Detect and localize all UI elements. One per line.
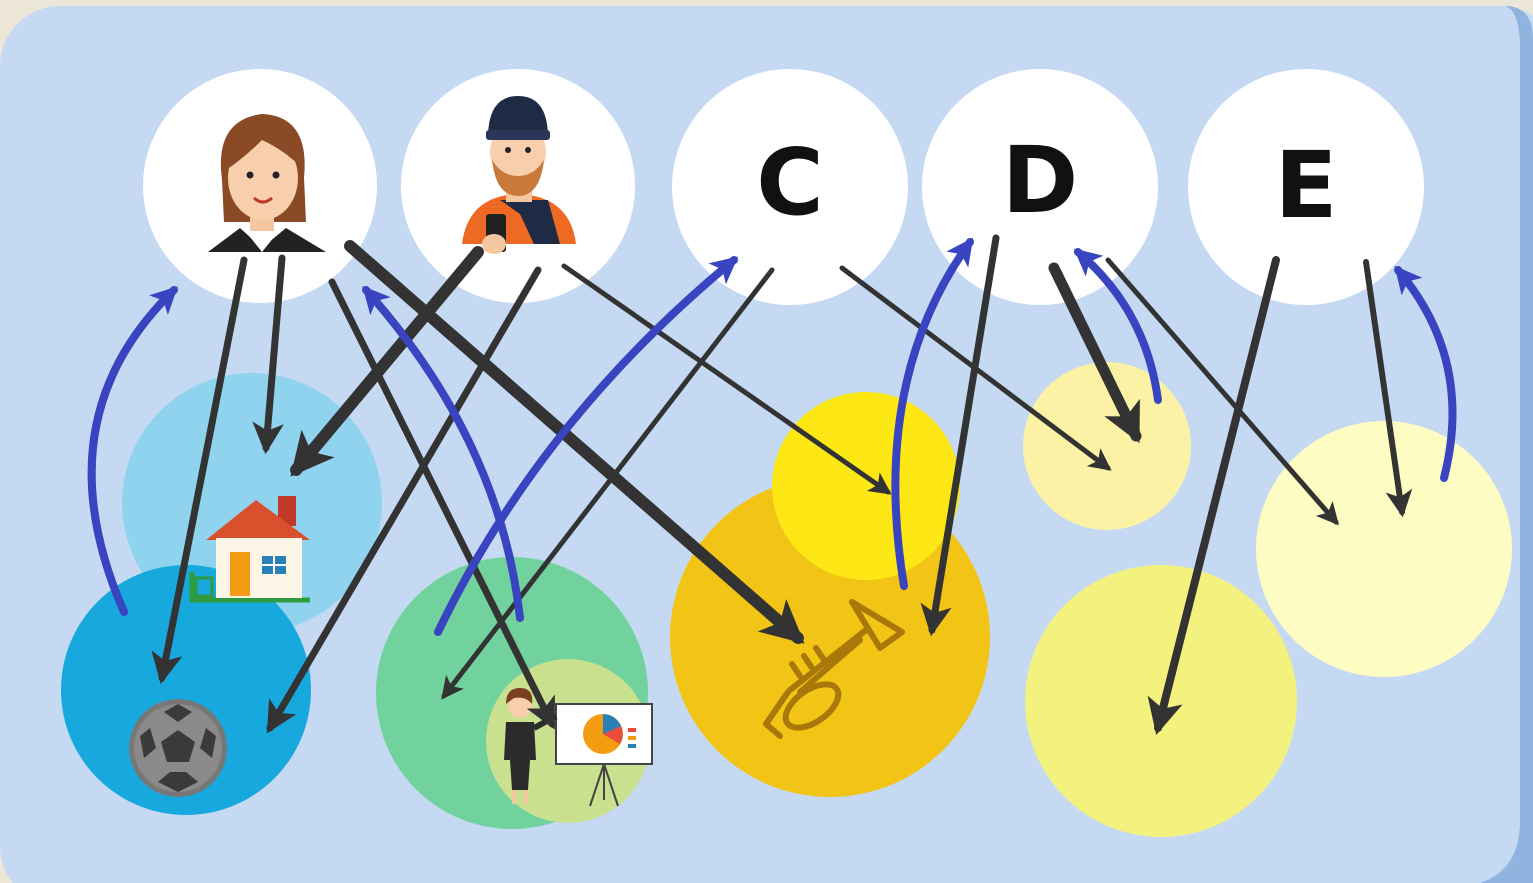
person-nodes: C D E xyxy=(143,69,1424,305)
soccer-ball-icon xyxy=(129,699,227,797)
node-d-label: D xyxy=(1002,127,1078,234)
node-e-label: E xyxy=(1275,132,1338,239)
node-c-label: C xyxy=(756,129,824,236)
e-right-circle xyxy=(1256,421,1512,677)
trumpet-top-circle xyxy=(772,392,960,580)
